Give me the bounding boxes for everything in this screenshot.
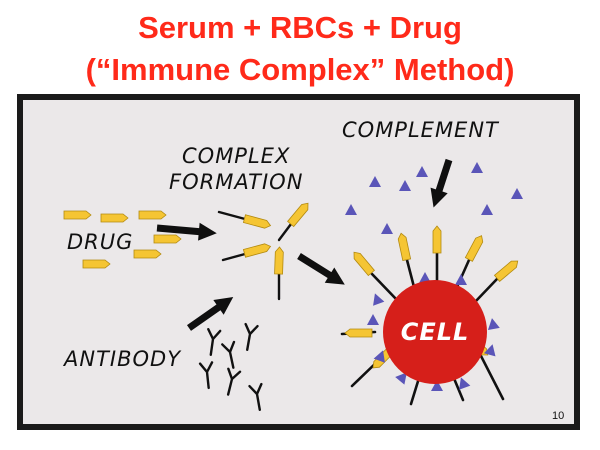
bound-complex	[350, 249, 399, 302]
slide-title-line-2: (“Immune Complex” Method)	[85, 52, 515, 87]
cell-label: CELL	[401, 318, 470, 346]
bound-complex	[396, 232, 416, 289]
drug-molecule	[63, 210, 92, 220]
slide-title-line-1: Serum + RBCs + Drug	[138, 10, 462, 45]
drug-molecule	[82, 259, 111, 269]
diagram-panel-inner	[23, 100, 574, 424]
process-arrows	[156, 158, 453, 331]
immune-complexes	[217, 200, 312, 301]
drug-molecule	[138, 210, 167, 220]
complex-formation-label-line-2: FORMATION	[169, 170, 303, 194]
bound-complex	[473, 257, 521, 304]
immune-complex	[217, 210, 272, 230]
bound-complex	[432, 225, 442, 284]
bound-complex	[340, 328, 377, 338]
page-number: 10	[552, 410, 564, 422]
red-blood-cell	[383, 280, 487, 384]
immune-complex	[221, 242, 272, 262]
antibody-label: ANTIBODY	[62, 347, 182, 371]
drug-molecule	[153, 234, 182, 244]
complement-label: COMPLEMENT	[342, 118, 500, 142]
bound-complex	[350, 345, 396, 388]
bound-complex	[464, 334, 505, 401]
immune-complex	[274, 246, 284, 301]
drug-label: DRUG	[67, 230, 133, 254]
arrow-antibody-to-complex	[186, 297, 234, 331]
immune-complex	[277, 200, 312, 242]
drug-molecule	[133, 249, 162, 259]
immune-complex-diagram: COMPLEMENT COMPLEX FORMATION DRUG ANTIBO…	[17, 94, 580, 430]
complex-formation-label-line-1: COMPLEX	[182, 144, 290, 168]
arrow-drug-to-complex	[156, 222, 217, 241]
drug-molecule	[100, 213, 129, 223]
arrow-complex-to-cell	[297, 253, 345, 285]
arrow-complement-to-cell	[430, 158, 453, 208]
bound-complex	[409, 354, 431, 406]
